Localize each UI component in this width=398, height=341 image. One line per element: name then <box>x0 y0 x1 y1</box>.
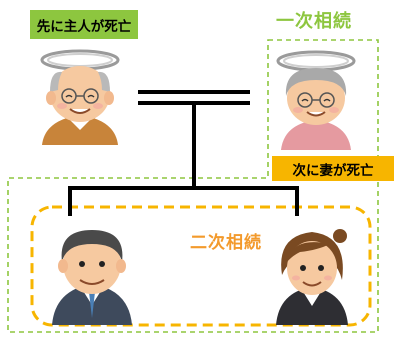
wife-died-label: 次に妻が死亡 <box>272 156 394 181</box>
elderly-man-with-halo-icon <box>40 49 120 145</box>
second-inheritance-title: 二次相続 <box>190 233 262 253</box>
elderly-woman-with-halo-icon <box>276 50 356 150</box>
husband-died-label: 先に主人が死亡 <box>30 10 138 39</box>
second-inheritance-frame <box>30 205 372 327</box>
first-inheritance-frame <box>7 39 379 333</box>
middle-aged-man-icon <box>52 230 132 325</box>
first-inheritance-title: 一次相続 <box>276 11 352 32</box>
young-woman-icon <box>276 229 348 325</box>
family-tree-lines <box>68 90 299 216</box>
